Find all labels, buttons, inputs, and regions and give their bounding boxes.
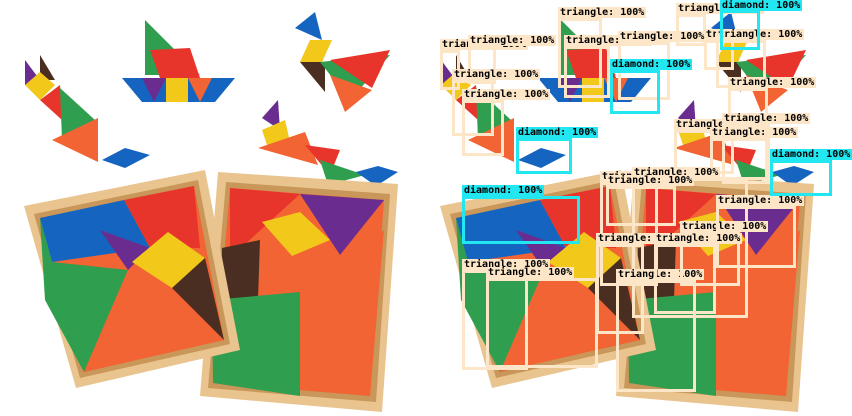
original-image-panel (0, 0, 416, 416)
detection-overlay: triangle: 100%triangle: 100%triangle: 10… (416, 0, 852, 416)
triangle-detection-label: triangle: 100% (680, 221, 769, 232)
triangle-detection-label: triangle: 100% (716, 29, 805, 40)
triangle-detection-label: triangle: 100% (468, 35, 557, 46)
diamond-detection-box (462, 196, 580, 244)
triangle-detection-label: triangle: 100% (616, 269, 705, 280)
triangle-detection-label: triangle: 100% (710, 127, 799, 138)
diamond-detection-box (720, 10, 760, 50)
triangle-detection-label: triangle: 100% (564, 35, 653, 46)
triangle-detection-label: triangle: 100% (606, 175, 695, 186)
triangle-detection-box (606, 186, 676, 226)
diamond-detection-label: diamond: 100% (770, 149, 852, 160)
triangle-detection-box (596, 244, 644, 334)
triangle-detection-label: triangle: 100% (632, 167, 721, 178)
triangle-detection-box (462, 100, 504, 156)
diamond-detection-label: diamond: 100% (610, 59, 693, 70)
triangle-detection-box (654, 244, 716, 314)
triangle-detection-box (486, 278, 598, 368)
detection-result-panel: triangle: 100%triangle: 100%triangle: 10… (416, 0, 852, 416)
triangle-detection-box (452, 80, 494, 136)
triangle-detection-label: triangle: 100% (462, 89, 551, 100)
diamond-detection-label: diamond: 100% (462, 185, 545, 196)
triangle-detection-label: triangle: 100% (618, 31, 707, 42)
diamond-detection-label: diamond: 100% (720, 0, 803, 11)
triangle-detection-label: triangle: 100% (728, 77, 817, 88)
triangle-detection-label: triangle: 100% (654, 233, 743, 244)
triangle-detection-label: triangle: 100% (722, 113, 811, 124)
triangle-detection-label: triangle: 100% (716, 195, 805, 206)
triangle-detection-label: triangle: 100% (452, 69, 541, 80)
diamond-detection-box (516, 138, 572, 174)
triangle-detection-label: triangle: 100% (462, 259, 551, 270)
triangle-detection-box (558, 18, 602, 88)
triangle-detection-box (564, 46, 610, 98)
diamond-detection-label: diamond: 100% (516, 127, 599, 138)
tangram-photo (24, 12, 398, 412)
triangle-detection-label: triangle: 100% (596, 233, 685, 244)
diamond-detection-box (770, 160, 832, 196)
triangle-detection-label: triangle: 100% (486, 267, 575, 278)
triangle-detection-box (722, 124, 770, 184)
diamond-detection-box (610, 70, 660, 114)
triangle-detection-label: triangle: 100% (558, 7, 647, 18)
triangle-detection-label: triangle: 100% (674, 119, 763, 130)
